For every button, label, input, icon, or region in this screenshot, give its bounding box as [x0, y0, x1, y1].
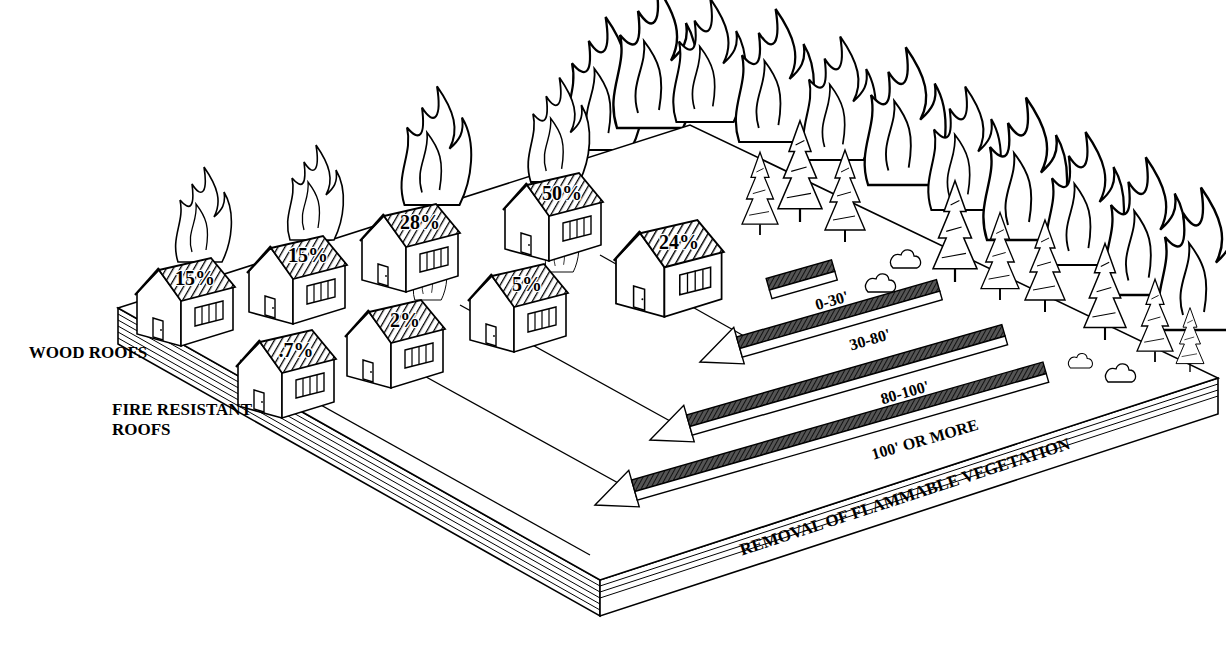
loss-percentage: 2%: [390, 309, 420, 332]
ground-slab: [118, 125, 1218, 616]
loss-percentage: 50%: [542, 182, 582, 205]
loss-percentage: 5%: [512, 273, 542, 296]
distance-label: 80-100': [879, 377, 932, 408]
loss-percentage: .7%: [279, 339, 314, 362]
loss-percentage: 15%: [175, 267, 215, 290]
distance-label: 100' OR MORE: [869, 416, 980, 464]
roof-type-label: FIRE RESISTANT ROOFS: [112, 400, 282, 439]
loss-percentage: 24%: [659, 231, 699, 254]
axis-label: REMOVAL OF FLAMMABLE VEGETATION: [737, 434, 1072, 560]
distance-bars: [588, 260, 1050, 519]
distance-label: 0-30': [813, 288, 851, 315]
loss-percentage: 15%: [288, 244, 328, 267]
roof-type-label: WOOD ROOFS: [29, 343, 148, 363]
houses: [135, 173, 724, 418]
distance-label: 30-80': [847, 325, 892, 354]
loss-percentage: 28%: [400, 211, 440, 234]
